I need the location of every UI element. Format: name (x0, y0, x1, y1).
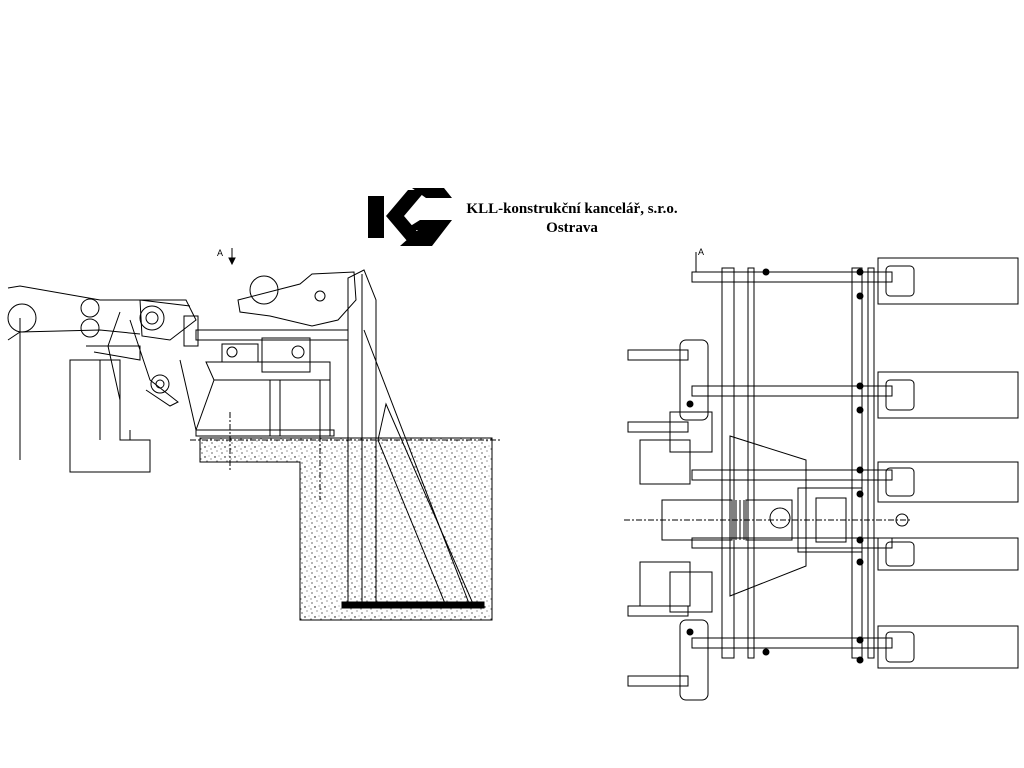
side-elevation-view (7, 248, 500, 621)
column-base-plate (341, 601, 485, 609)
bolt-heads (686, 268, 864, 664)
company-city: Ostrava (546, 220, 598, 236)
plan-view (624, 252, 1019, 701)
company-logo (368, 188, 452, 246)
upper-arm (237, 271, 357, 327)
clamp-blocks (877, 257, 1019, 669)
inclined-strut (377, 402, 475, 607)
section-label-left: A (217, 248, 224, 258)
title-block: KLL-konstrukční kancelář, s.r.o. Ostrava (452, 200, 692, 238)
section-label-right: A (698, 247, 705, 257)
feed-roll-lower (80, 318, 100, 338)
feed-roll-upper (80, 298, 100, 318)
concrete-foundation (199, 437, 493, 621)
company-name: KLL-konstrukční kancelář, s.r.o. (466, 201, 678, 217)
